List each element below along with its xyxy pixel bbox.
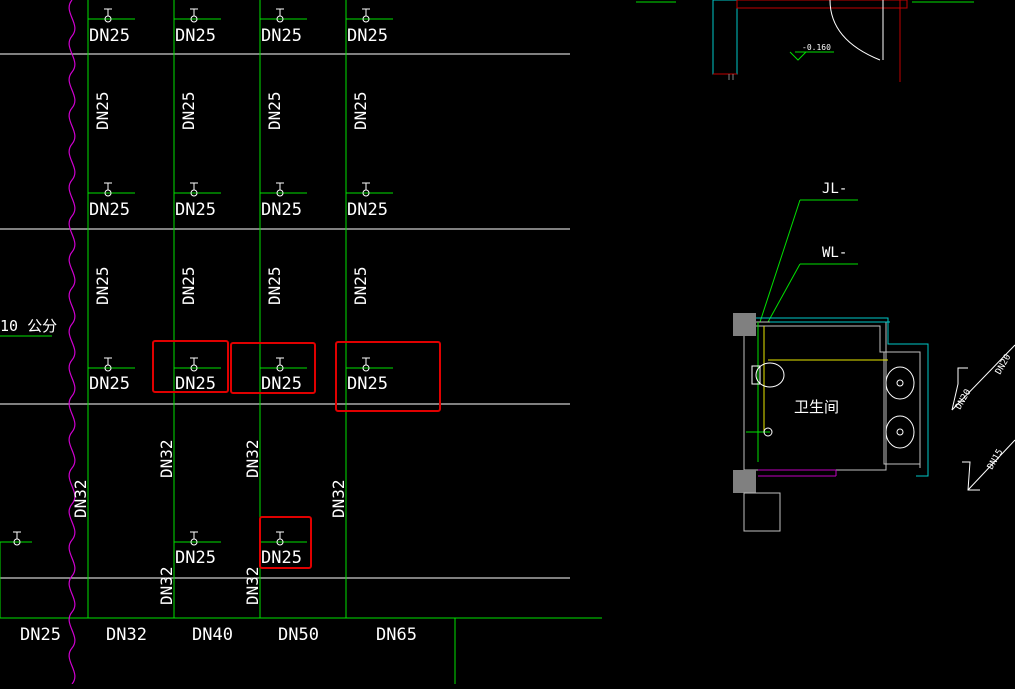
valve-icon: [104, 8, 112, 23]
elevation-label: -0.160: [802, 43, 831, 52]
valve-icon: [276, 182, 284, 197]
bathroom-plan: [733, 199, 929, 532]
valve-icon: [362, 8, 370, 23]
valve-icon: [104, 182, 112, 197]
valve-icon: [362, 357, 370, 372]
valve-icon: [276, 357, 284, 372]
valve-icon: [276, 531, 284, 546]
main-size-label: DN65: [376, 625, 417, 645]
washbasin-icon: [885, 366, 915, 400]
highlight-box: [230, 342, 316, 394]
highlight-box: [152, 340, 229, 393]
main-size-label: DN25: [20, 625, 61, 645]
valve-icon: [13, 531, 21, 546]
risers: [0, 0, 602, 684]
pipe-size-label: DN25: [261, 200, 302, 220]
pipe-size-label: DN25: [347, 26, 388, 46]
pipe-size-label: DN25: [261, 26, 302, 46]
valve-icon: [190, 357, 198, 372]
pipe-size-label: DN25: [261, 374, 302, 394]
valve-icon: [104, 357, 112, 372]
valves: [13, 8, 370, 546]
diag-label-bottom: DN15: [986, 448, 1006, 472]
jl-label: JL-: [822, 181, 847, 197]
valve-icon: [276, 8, 284, 23]
wall-fragment: [636, 0, 974, 82]
isometric-pipes: [951, 344, 1015, 491]
elevation-marker-icon: [789, 51, 807, 61]
pipe-size-label: DN25: [89, 374, 130, 394]
pipe-size-label: DN25: [175, 374, 216, 394]
break-line-icon: [68, 0, 76, 685]
riser-size-label: DN32: [243, 566, 262, 605]
pipe-size-label: DN25: [175, 548, 216, 568]
riser-size-label: DN32: [157, 566, 176, 605]
riser-size-label: DN32: [329, 479, 348, 518]
pipe-size-label: DN25: [347, 374, 388, 394]
wl-label: WL-: [822, 245, 847, 261]
valve-icon: [190, 182, 198, 197]
valve-icon: [190, 8, 198, 23]
room-label: 卫生间: [794, 398, 839, 416]
riser-size-label: DN32: [243, 439, 262, 478]
column-icon: [733, 470, 756, 493]
pipe-size-label: DN25: [347, 200, 388, 220]
main-size-label: DN40: [192, 625, 233, 645]
branch-labels: DN25 DN25 DN25 DN25 DN25 DN25 DN25 DN25 …: [89, 26, 388, 568]
valve-icon: [362, 182, 370, 197]
pipe-size-label: DN25: [89, 26, 130, 46]
riser-size-label: DN32: [157, 439, 176, 478]
highlight-box: [335, 341, 441, 412]
riser-size-label: DN32: [71, 479, 90, 518]
riser-size-label: DN25: [265, 266, 284, 305]
highlight-boxes: [152, 340, 441, 569]
pipe-size-label: DN25: [261, 548, 302, 568]
riser-size-label: DN25: [93, 91, 112, 130]
riser-size-label: DN25: [351, 266, 370, 305]
pipe-size-label: DN25: [175, 26, 216, 46]
diag-label-mid: DN20: [954, 388, 974, 412]
floor-lines: [0, 53, 570, 579]
riser-labels: DN25 DN25 DN25 DN25 DN25 DN25 DN25 DN25 …: [71, 91, 370, 605]
main-size-label: DN32: [106, 625, 147, 645]
pipe-size-label: DN25: [89, 200, 130, 220]
column-icon: [733, 313, 756, 336]
valve-icon: [190, 531, 198, 546]
riser-size-label: DN25: [265, 91, 284, 130]
riser-size-label: DN25: [351, 91, 370, 130]
diag-label-top: DN20: [994, 353, 1014, 377]
main-size-label: DN50: [278, 625, 319, 645]
partial-left-label: 10 公分: [0, 317, 57, 335]
main-pipe-labels: DN25 DN32 DN40 DN50 DN65: [20, 625, 417, 645]
highlight-box: [259, 516, 312, 569]
riser-size-label: DN25: [93, 266, 112, 305]
washbasin-icon: [885, 415, 915, 449]
riser-size-label: DN25: [179, 91, 198, 130]
toilet-icon: [751, 362, 785, 388]
riser-size-label: DN25: [179, 266, 198, 305]
pipe-size-label: DN25: [175, 200, 216, 220]
